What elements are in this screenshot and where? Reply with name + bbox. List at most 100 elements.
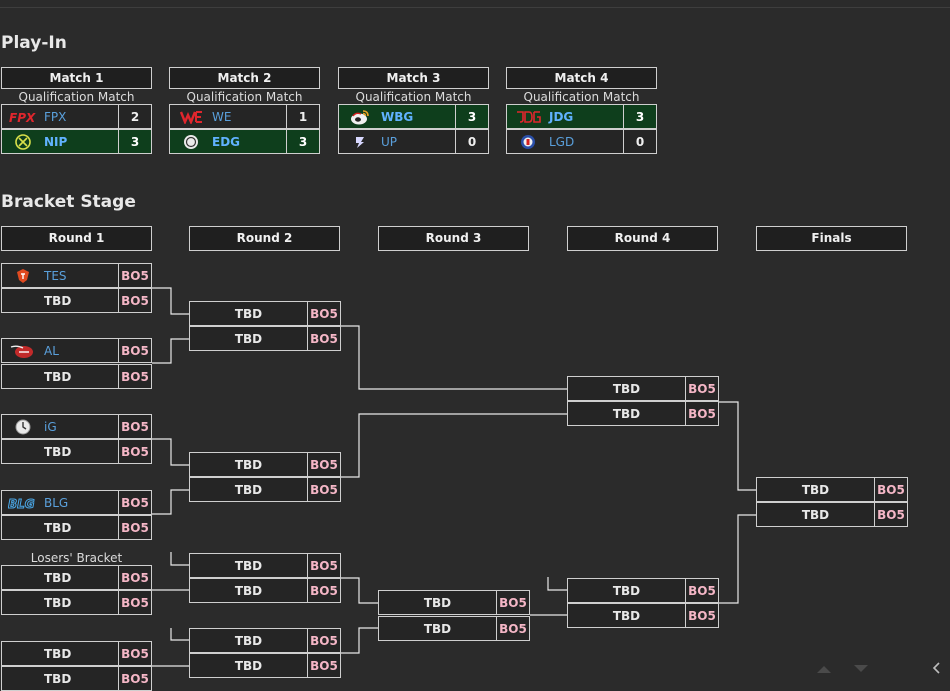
round-1-slot: TBD BO5 — [1, 364, 152, 389]
round-1-slot: TES BO5 — [1, 263, 152, 288]
team-name-link[interactable]: UP — [381, 134, 398, 149]
team-name-link[interactable]: WE — [212, 109, 232, 124]
round-2-slot: TBD BO5 — [189, 301, 341, 326]
match-3-sublabel: Qualification Match — [355, 90, 472, 104]
match-4-sublabel: Qualification Match — [523, 90, 640, 104]
team-score: 3 — [118, 130, 151, 153]
team-name-link[interactable]: WBG — [381, 109, 414, 124]
collapse-arrow-icon[interactable] — [930, 660, 942, 679]
match-1-header: Match 1 — [1, 67, 152, 89]
team-score: 1 — [286, 105, 319, 128]
team-score: 3 — [286, 130, 319, 153]
team-score: 3 — [623, 105, 656, 128]
wbg-logo-icon — [345, 108, 375, 126]
losers-round-1-slot: TBD BO5 — [1, 565, 152, 590]
format-label: BO5 — [118, 642, 151, 665]
playin-title: Play-In — [1, 33, 67, 53]
team-name-link[interactable]: AL — [44, 343, 59, 358]
tbd-label: TBD — [234, 457, 263, 472]
format-label: BO5 — [307, 579, 340, 602]
match-4-team-1-slot: JDG 3 — [506, 104, 657, 129]
format-label: BO5 — [118, 264, 151, 287]
svg-text:FPX: FPX — [9, 111, 36, 124]
tbd-label: TBD — [234, 306, 263, 321]
format-label: BO5 — [307, 327, 340, 350]
tbd-label: TBD — [423, 621, 452, 636]
team-name-link[interactable]: EDG — [212, 134, 241, 149]
edg-logo-icon — [176, 133, 206, 151]
match-3-header: Match 3 — [338, 67, 489, 89]
tbd-label: TBD — [801, 482, 830, 497]
team-name-link[interactable]: JDG — [549, 109, 574, 124]
round-1-slot: TBD BO5 — [1, 288, 152, 313]
match-2-team-2-slot: EDG 3 — [169, 129, 320, 154]
team-name-link[interactable]: BLG — [44, 495, 69, 510]
format-label: BO5 — [685, 402, 718, 425]
match-2-team-1-slot: WE 1 — [169, 104, 320, 129]
blg-logo-icon: BLG — [8, 494, 38, 512]
match-4-team-2-slot: LGD 0 — [506, 129, 657, 154]
team-name-link[interactable]: FPX — [44, 109, 67, 124]
tbd-label: TBD — [423, 595, 452, 610]
team-score: 2 — [118, 105, 151, 128]
round-1-slot: TBD BO5 — [1, 439, 152, 464]
svg-text:BLG: BLG — [8, 497, 35, 510]
tbd-label: TBD — [612, 583, 641, 598]
tbd-label: TBD — [612, 381, 641, 396]
lgd-logo-icon — [513, 133, 543, 151]
format-label: BO5 — [118, 289, 151, 312]
tbd-label: TBD — [234, 331, 263, 346]
tes-logo-icon — [8, 267, 38, 285]
round-1-slot: TBD BO5 — [1, 515, 152, 540]
format-label: BO5 — [496, 591, 529, 614]
format-label: BO5 — [118, 491, 151, 514]
losers-bracket-label: Losers' Bracket — [30, 551, 123, 565]
tbd-label: TBD — [44, 595, 72, 610]
team-score: 0 — [623, 130, 656, 153]
team-name-link[interactable]: NIP — [44, 134, 68, 149]
match-2-header: Match 2 — [169, 67, 320, 89]
scroll-up-icon[interactable] — [815, 660, 833, 679]
scroll-down-icon[interactable] — [852, 660, 870, 679]
losers-round-2-slot: TBD BO5 — [189, 578, 341, 603]
tbd-label: TBD — [234, 583, 263, 598]
match-1-team-2-slot: NIP 3 — [1, 129, 152, 154]
match-4-header: Match 4 — [506, 67, 657, 89]
team-name-link[interactable]: LGD — [549, 134, 575, 149]
format-label: BO5 — [118, 415, 151, 438]
format-label: BO5 — [685, 604, 718, 627]
format-label: BO5 — [496, 617, 529, 640]
format-label: BO5 — [685, 579, 718, 602]
round-3-header: Round 3 — [378, 226, 529, 251]
format-label: BO5 — [874, 503, 907, 526]
format-label: BO5 — [874, 478, 907, 501]
format-label: BO5 — [685, 377, 718, 400]
match-3-team-1-slot: WBG 3 — [338, 104, 489, 129]
team-name-link[interactable]: TES — [44, 268, 67, 283]
format-label: BO5 — [118, 516, 151, 539]
al-logo-icon — [8, 342, 38, 360]
format-label: BO5 — [307, 302, 340, 325]
format-label: BO5 — [118, 667, 151, 690]
format-label: BO5 — [118, 591, 151, 614]
tbd-label: TBD — [44, 369, 72, 384]
top-divider — [0, 7, 950, 8]
match-1-team-1-slot: FPX FPX 2 — [1, 104, 152, 129]
tbd-label: TBD — [234, 658, 263, 673]
up-logo-icon — [345, 133, 375, 151]
format-label: BO5 — [118, 365, 151, 388]
fpx-logo-icon: FPX — [8, 108, 38, 126]
tbd-label: TBD — [612, 406, 641, 421]
round-4-header: Round 4 — [567, 226, 718, 251]
finals-header: Finals — [756, 226, 907, 251]
format-label: BO5 — [118, 566, 151, 589]
finals-slot: TBD BO5 — [756, 502, 908, 527]
bracket-title: Bracket Stage — [1, 192, 136, 212]
format-label: BO5 — [307, 453, 340, 476]
team-name-link[interactable]: iG — [44, 419, 57, 434]
format-label: BO5 — [118, 440, 151, 463]
tbd-label: TBD — [44, 646, 72, 661]
tbd-label: TBD — [234, 633, 263, 648]
format-label: BO5 — [307, 629, 340, 652]
